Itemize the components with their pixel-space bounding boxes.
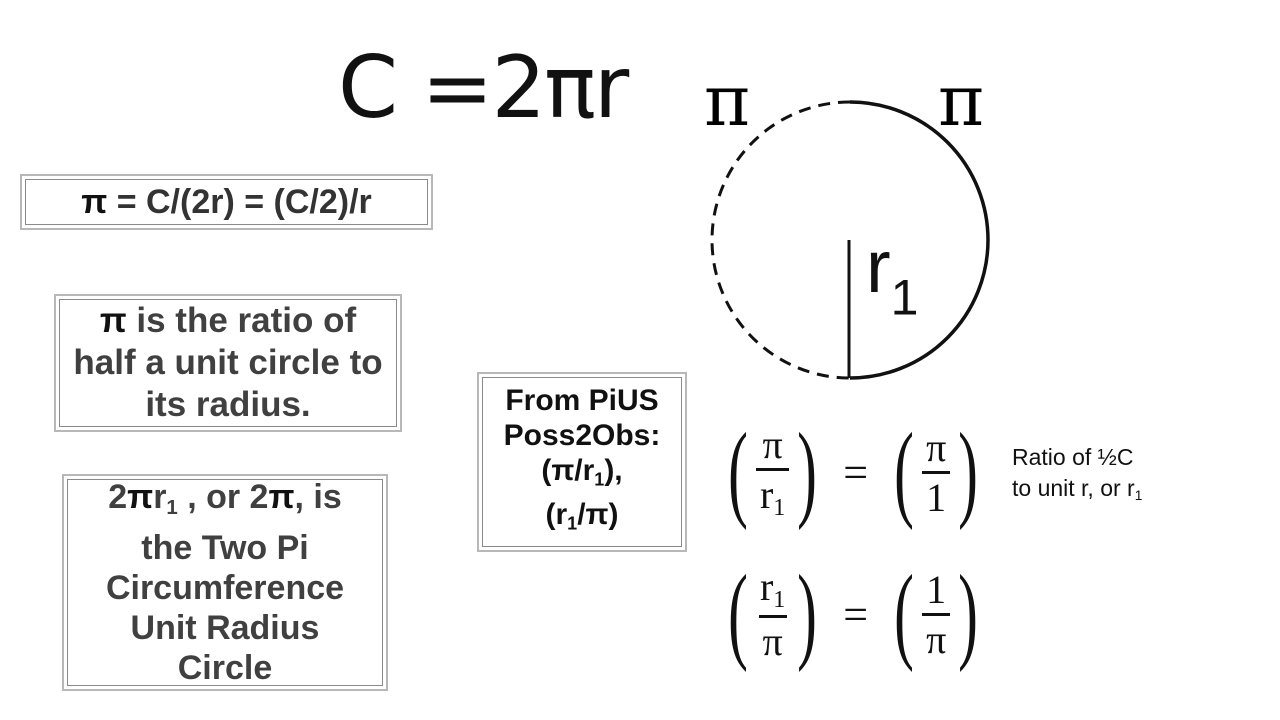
ratio-line-2: half a unit circle to (73, 343, 383, 382)
pi-definition-box: π = C/(2r) = (C/2)/r (20, 174, 433, 230)
circle-solid-half (849, 100, 990, 380)
circle-dashed-half (710, 100, 851, 380)
two-pi-line-4: Unit Radius (130, 609, 320, 648)
pi-right-label: π (938, 60, 985, 142)
two-pi-box: 2πr1 , or 2π, is the Two Pi Circumferenc… (62, 474, 388, 691)
ratio-note: Ratio of ½C to unit r, or r1 (1012, 444, 1143, 504)
pi-ratio-box: π is the ratio of half a unit circle to … (54, 294, 402, 432)
ratio-line-1: is the ratio of (126, 301, 357, 340)
pius-box: From PiUS Poss2Obs: (π/r1), (r1/π) (477, 372, 687, 552)
circumference-formula-title: C =2πr (338, 38, 629, 138)
two-pi-line-5: Circle (177, 649, 273, 688)
pius-line-1: From PiUS (505, 383, 659, 417)
pius-line-4: (r1/π) (545, 498, 619, 534)
two-pi-line-3: Circumference (105, 569, 345, 608)
pi-symbol: π (99, 301, 127, 340)
pi-definition-text: = C/(2r) = (C/2)/r (107, 182, 372, 221)
radius-label: r1 (866, 225, 919, 326)
two-pi-line-2: the Two Pi (141, 529, 309, 568)
pius-line-3: (π/r1), (541, 453, 623, 489)
pius-line-2: Poss2Obs: (503, 418, 661, 452)
two-pi-line-1: 2πr1 , or 2π, is (108, 477, 342, 520)
ratio-line-3: its radius. (145, 385, 311, 424)
pi-symbol: π (81, 182, 108, 221)
pi-left-label: π (704, 60, 751, 142)
